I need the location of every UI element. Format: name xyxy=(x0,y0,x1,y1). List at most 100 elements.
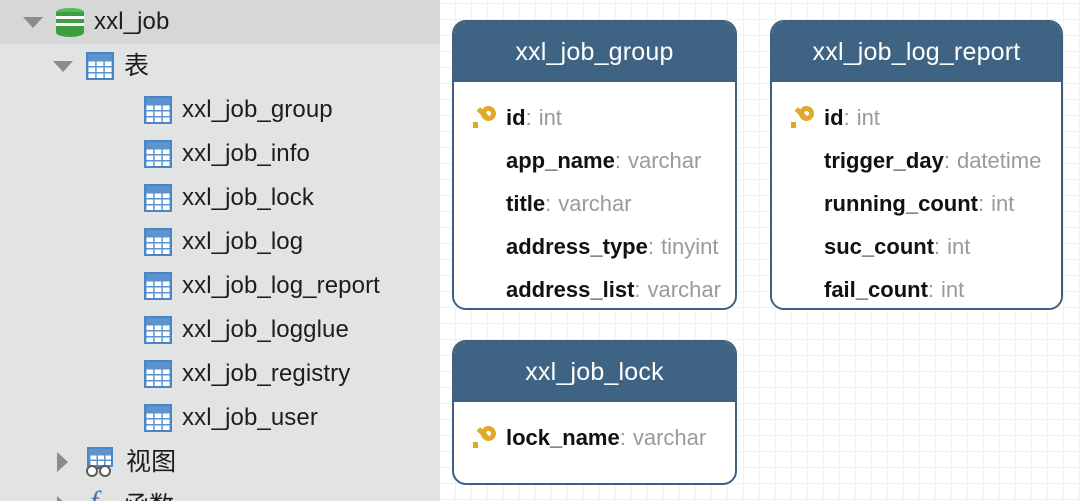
table-card-xxl_job_lock[interactable]: xxl_job_lock lock_name:varchar xyxy=(452,340,737,485)
indent-spacer xyxy=(0,286,110,287)
object-tree-sidebar[interactable]: xxl_job 表 xxl_job_group xxl_job_info xxl_job… xyxy=(0,0,440,501)
indent-spacer xyxy=(0,330,110,331)
chevron-down-icon[interactable] xyxy=(52,55,74,77)
tree-item-xxl_job_log_report[interactable]: xxl_job_log_report xyxy=(0,264,440,308)
table-group-icon xyxy=(86,52,114,80)
column-type: varchar xyxy=(632,424,707,450)
tree-item-label: xxl_job_info xyxy=(182,140,310,167)
column-name: id xyxy=(824,104,844,130)
chevron-down-icon[interactable] xyxy=(22,11,44,33)
column-type: varchar xyxy=(627,147,702,173)
column-type: int xyxy=(947,233,971,259)
column-name: suc_count xyxy=(824,233,935,259)
indent-spacer xyxy=(0,110,110,111)
tree-item-xxl_job_info[interactable]: xxl_job_info xyxy=(0,132,440,176)
tree-item-label: xxl_job_user xyxy=(182,404,318,431)
chevron-right-icon[interactable] xyxy=(52,451,74,473)
column-indent xyxy=(790,277,824,303)
tree-item-label: 表 xyxy=(124,51,150,80)
table-card-title: xxl_job_group xyxy=(454,22,735,82)
no-twisty-spacer xyxy=(110,143,132,165)
tree-item-xxl_job_group[interactable]: xxl_job_group xyxy=(0,88,440,132)
column-separator: : xyxy=(647,233,654,259)
column-row[interactable]: app_name:varchar xyxy=(454,139,735,182)
icon-gap xyxy=(132,110,144,111)
column-indent xyxy=(790,234,824,260)
icon-gap xyxy=(132,242,144,243)
column-separator: : xyxy=(614,147,621,173)
no-twisty-spacer xyxy=(110,319,132,341)
icon-gap xyxy=(74,66,86,67)
column-row[interactable]: id:int xyxy=(454,96,735,139)
tree-item-xxl_job[interactable]: xxl_job xyxy=(0,0,440,44)
column-type: datetime xyxy=(956,147,1042,173)
column-indent xyxy=(790,148,824,174)
table-icon xyxy=(144,140,172,168)
column-row[interactable]: running_count:int xyxy=(772,182,1061,225)
tree-item-label: xxl_job_group xyxy=(182,96,333,123)
column-row[interactable]: title:varchar xyxy=(454,182,735,225)
table-card-columns: lock_name:varchar xyxy=(454,402,735,469)
chevron-right-icon[interactable] xyxy=(52,495,74,501)
column-name: address_list xyxy=(506,276,635,302)
column-type: int xyxy=(941,276,965,302)
column-separator: : xyxy=(843,104,850,130)
tree-item-xxl_job_registry[interactable]: xxl_job_registry xyxy=(0,352,440,396)
column-row[interactable]: lock_name:varchar xyxy=(454,416,735,459)
tree-item-函数[interactable]: f函数 xyxy=(0,484,440,501)
tree-item-表[interactable]: 表 xyxy=(0,44,440,88)
table-card-title: xxl_job_log_report xyxy=(772,22,1061,82)
column-row[interactable]: id:int xyxy=(772,96,1061,139)
column-row[interactable]: address_list:varchar xyxy=(454,268,735,308)
column-type: tinyint xyxy=(660,233,719,259)
column-type: int xyxy=(856,104,880,130)
column-name: running_count xyxy=(824,190,978,216)
tree-item-xxl_job_log[interactable]: xxl_job_log xyxy=(0,220,440,264)
column-indent xyxy=(790,191,824,217)
tree-item-label: xxl_job_logglue xyxy=(182,316,349,343)
column-indent xyxy=(472,148,506,174)
column-row[interactable]: fail_count:int xyxy=(772,268,1061,308)
column-type: int xyxy=(991,190,1015,216)
column-name: address_type xyxy=(506,233,648,259)
no-twisty-spacer xyxy=(110,231,132,253)
table-card-title: xxl_job_lock xyxy=(454,342,735,402)
column-separator: : xyxy=(934,233,941,259)
icon-gap xyxy=(132,330,144,331)
tree-item-xxl_job_user[interactable]: xxl_job_user xyxy=(0,396,440,440)
icon-gap xyxy=(44,22,56,23)
indent-spacer xyxy=(0,22,22,23)
tree-item-xxl_job_lock[interactable]: xxl_job_lock xyxy=(0,176,440,220)
column-row[interactable]: trigger_day:datetime xyxy=(772,139,1061,182)
tree-item-label: xxl_job xyxy=(94,8,170,35)
table-icon xyxy=(144,404,172,432)
primary-key-icon xyxy=(472,425,506,451)
indent-spacer xyxy=(0,374,110,375)
column-name: app_name xyxy=(506,147,615,173)
table-icon xyxy=(144,184,172,212)
column-separator: : xyxy=(977,190,985,216)
icon-gap xyxy=(132,154,144,155)
table-icon xyxy=(144,316,172,344)
no-twisty-spacer xyxy=(110,99,132,121)
column-name: trigger_day xyxy=(824,147,944,173)
column-row[interactable]: suc_count:int xyxy=(772,225,1061,268)
function-icon: f xyxy=(86,487,114,501)
column-name: lock_name xyxy=(506,424,620,450)
tree-item-视图[interactable]: 视图 xyxy=(0,440,440,484)
tree-item-xxl_job_logglue[interactable]: xxl_job_logglue xyxy=(0,308,440,352)
column-indent xyxy=(472,234,506,260)
column-row[interactable]: address_type:tinyint xyxy=(454,225,735,268)
icon-gap xyxy=(132,286,144,287)
column-name: fail_count xyxy=(824,276,928,302)
table-icon xyxy=(144,360,172,388)
column-separator: : xyxy=(634,276,641,302)
no-twisty-spacer xyxy=(110,407,132,429)
table-icon xyxy=(144,228,172,256)
